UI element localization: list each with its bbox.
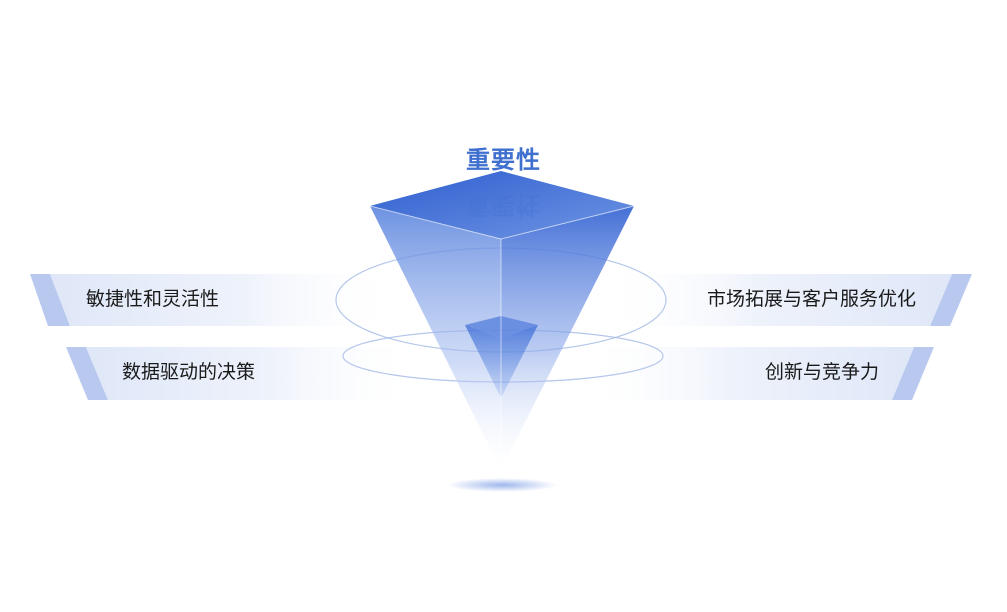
band-left-top [30, 274, 400, 326]
band-right-bottom [580, 347, 934, 400]
pyramid-shadow [447, 478, 557, 492]
band-right-top [600, 274, 972, 326]
item-label-left-top: 敏捷性和灵活性 [86, 288, 220, 310]
diagram-title: 重要性 [466, 146, 541, 174]
item-label-right-bottom: 创新与竞争力 [764, 361, 879, 383]
pyramid-top-edge [369, 205, 635, 240]
item-label-right-top: 市场拓展与客户服务优化 [706, 288, 916, 310]
pyramid-left-face [370, 206, 501, 470]
diagram-title-reflection: 重要性 [466, 191, 541, 219]
band-left-bottom [66, 347, 420, 400]
pyramid-right-face [501, 206, 634, 470]
item-label-left-bottom: 数据驱动的决策 [122, 361, 256, 383]
